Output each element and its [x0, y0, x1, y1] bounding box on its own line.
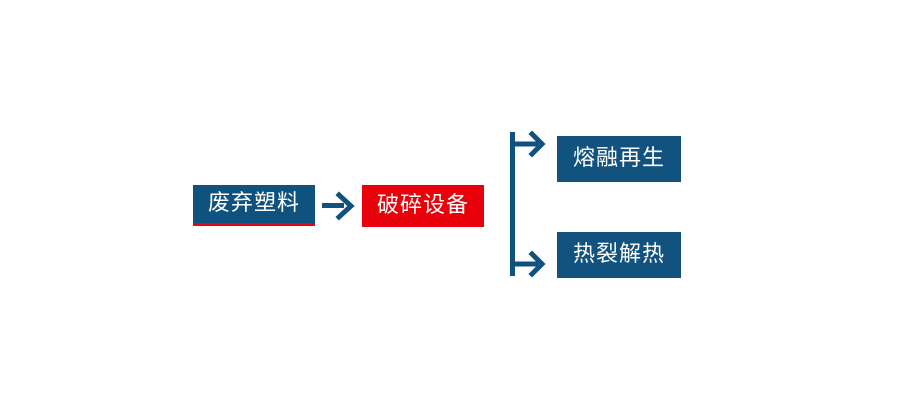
node-output-pyrolysis-heat[interactable]: 热裂解热	[557, 232, 681, 278]
node-input-waste-plastic[interactable]: 废弃塑料	[193, 185, 315, 226]
node-process-crusher[interactable]: 破碎设备	[362, 185, 484, 227]
node-input-label: 废弃塑料	[207, 191, 300, 216]
node-output-melt-regeneration[interactable]: 熔融再生	[557, 136, 681, 182]
node-output-bottom-label: 热裂解热	[572, 242, 665, 267]
branch-split-icon	[508, 128, 562, 280]
arrow-right-icon	[322, 191, 358, 221]
node-output-top-label: 熔融再生	[572, 146, 665, 171]
node-process-label: 破碎设备	[376, 193, 469, 218]
